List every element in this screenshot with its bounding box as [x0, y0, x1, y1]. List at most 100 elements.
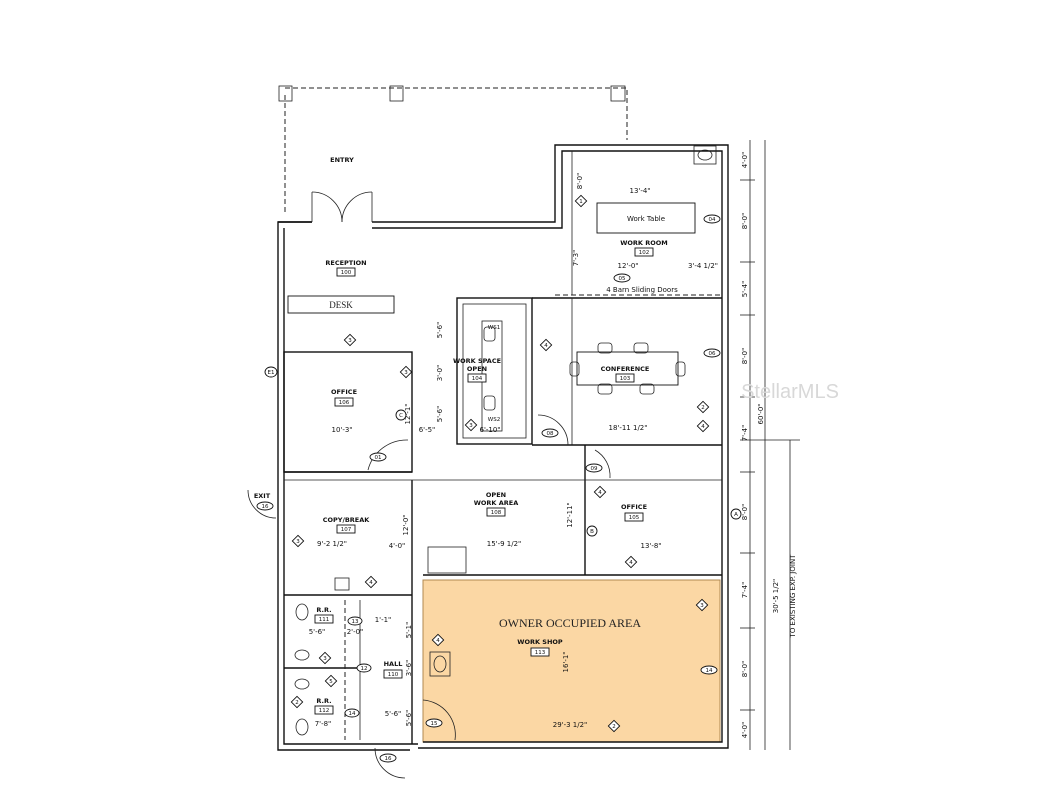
svg-text:09: 09	[591, 466, 598, 472]
svg-text:113: 113	[535, 650, 546, 656]
svg-text:108: 108	[491, 510, 502, 516]
svg-text:06: 06	[709, 351, 716, 357]
svg-text:12'-0": 12'-0"	[402, 514, 410, 535]
svg-text:7'-8": 7'-8"	[315, 720, 332, 728]
svg-text:15: 15	[431, 721, 438, 727]
svg-text:5'-6": 5'-6"	[405, 710, 413, 727]
svg-text:3: 3	[323, 656, 327, 662]
svg-text:3: 3	[700, 603, 704, 609]
svg-text:106: 106	[339, 400, 350, 406]
svg-text:R.R.: R.R.	[316, 606, 331, 614]
svg-text:16: 16	[262, 504, 269, 510]
svg-text:4 Barn Sliding Doors: 4 Barn Sliding Doors	[606, 286, 678, 294]
svg-text:13'-8": 13'-8"	[640, 542, 661, 550]
svg-text:OPEN: OPEN	[467, 365, 487, 373]
svg-text:107: 107	[341, 527, 352, 533]
svg-text:1: 1	[579, 199, 583, 205]
svg-text:2: 2	[295, 700, 299, 706]
svg-text:08: 08	[547, 431, 554, 437]
svg-text:12: 12	[361, 666, 368, 672]
svg-text:4'-0": 4'-0"	[389, 542, 406, 550]
owner-occupied-label: OWNER OCCUPIED AREA	[499, 616, 641, 630]
svg-text:8'-0": 8'-0"	[741, 213, 749, 230]
svg-text:OFFICE: OFFICE	[331, 388, 357, 396]
svg-text:3'-4 1/2": 3'-4 1/2"	[688, 262, 718, 270]
svg-text:RECEPTION: RECEPTION	[325, 259, 366, 267]
svg-text:16: 16	[385, 756, 392, 762]
svg-text:C: C	[399, 413, 403, 419]
svg-text:8'-0": 8'-0"	[741, 348, 749, 365]
svg-text:30'-5 1/2": 30'-5 1/2"	[772, 579, 780, 614]
svg-text:13'-4": 13'-4"	[629, 187, 650, 195]
svg-text:7'-3": 7'-3"	[572, 250, 580, 267]
entry-canopy	[278, 85, 628, 215]
svg-text:9'-2 1/2": 9'-2 1/2"	[317, 540, 347, 548]
svg-text:3: 3	[469, 423, 473, 429]
svg-text:WORK SPACE: WORK SPACE	[453, 357, 501, 365]
svg-text:18'-11 1/2": 18'-11 1/2"	[609, 424, 648, 432]
desk-label: DESK	[329, 300, 353, 310]
svg-text:04: 04	[709, 217, 716, 223]
svg-text:WS1: WS1	[488, 325, 500, 331]
svg-text:OFFICE: OFFICE	[621, 503, 647, 511]
svg-text:16'-1": 16'-1"	[562, 651, 570, 672]
reception-desk	[287, 295, 395, 314]
svg-text:WORK AREA: WORK AREA	[474, 499, 519, 507]
svg-text:4: 4	[629, 560, 633, 566]
svg-text:5'-1": 5'-1"	[405, 622, 413, 639]
svg-text:6'-5": 6'-5"	[419, 426, 436, 434]
svg-text:12'-1": 12'-1"	[404, 403, 412, 424]
svg-text:WORK ROOM: WORK ROOM	[620, 239, 668, 247]
owner-occupied-area[interactable]	[422, 579, 721, 743]
svg-text:4: 4	[701, 424, 705, 430]
svg-text:2: 2	[612, 724, 616, 730]
svg-text:WS2: WS2	[488, 417, 500, 423]
exterior-walls	[277, 144, 729, 751]
svg-text:TO EXISTING EXP. JOINT: TO EXISTING EXP. JOINT	[789, 554, 797, 639]
svg-text:14: 14	[706, 668, 713, 674]
svg-text:2: 2	[701, 405, 705, 411]
elevation-tags: A B C E1	[264, 366, 742, 537]
svg-text:R.R.: R.R.	[316, 697, 331, 705]
svg-text:15'-9 1/2": 15'-9 1/2"	[487, 540, 522, 548]
svg-text:3'-6": 3'-6"	[405, 660, 413, 677]
svg-text:01: 01	[375, 455, 382, 461]
svg-text:105: 105	[629, 515, 640, 521]
work-table-label: Work Table	[627, 215, 665, 223]
entry-label: ENTRY	[330, 156, 354, 164]
svg-text:29'-3 1/2": 29'-3 1/2"	[553, 721, 588, 729]
svg-text:100: 100	[341, 270, 352, 276]
svg-text:OPEN: OPEN	[486, 491, 506, 499]
svg-text:5'-6": 5'-6"	[385, 710, 402, 718]
right-dimensions: 4'-0" 8'-0" 5'-4" 8'-0" 7'-4" 8'-0" 7'-4…	[740, 140, 800, 750]
svg-text:8'-0": 8'-0"	[576, 173, 584, 190]
svg-text:5'-4": 5'-4"	[741, 281, 749, 298]
svg-text:5'-6": 5'-6"	[436, 406, 444, 423]
svg-text:8'-0": 8'-0"	[741, 661, 749, 678]
restroom-fixtures	[294, 546, 467, 736]
svg-text:4: 4	[544, 343, 548, 349]
svg-text:HALL: HALL	[384, 660, 403, 668]
svg-text:4: 4	[369, 580, 373, 586]
svg-text:4: 4	[436, 638, 440, 644]
svg-text:3'-0": 3'-0"	[436, 365, 444, 382]
svg-text:4'-0": 4'-0"	[741, 152, 749, 169]
svg-text:5: 5	[329, 679, 333, 685]
svg-text:10'-3": 10'-3"	[331, 426, 352, 434]
svg-text:111: 111	[319, 617, 330, 623]
svg-text:8'-0": 8'-0"	[741, 504, 749, 521]
svg-text:1'-1": 1'-1"	[375, 616, 392, 624]
svg-text:3: 3	[404, 370, 408, 376]
entry-doors[interactable]	[311, 191, 373, 223]
svg-text:4'-0": 4'-0"	[741, 722, 749, 739]
svg-text:102: 102	[639, 250, 650, 256]
keynote-markers: 1 3 3 4 3 2 4 4 4 3 4 3 4 2 3 5 2	[290, 194, 710, 733]
svg-text:14: 14	[349, 711, 356, 717]
svg-text:CONFERENCE: CONFERENCE	[601, 365, 650, 373]
svg-text:112: 112	[319, 708, 330, 714]
svg-text:7'-4": 7'-4"	[741, 425, 749, 442]
sink-icon	[693, 145, 717, 165]
svg-text:103: 103	[620, 376, 631, 382]
svg-text:E1: E1	[268, 370, 275, 376]
